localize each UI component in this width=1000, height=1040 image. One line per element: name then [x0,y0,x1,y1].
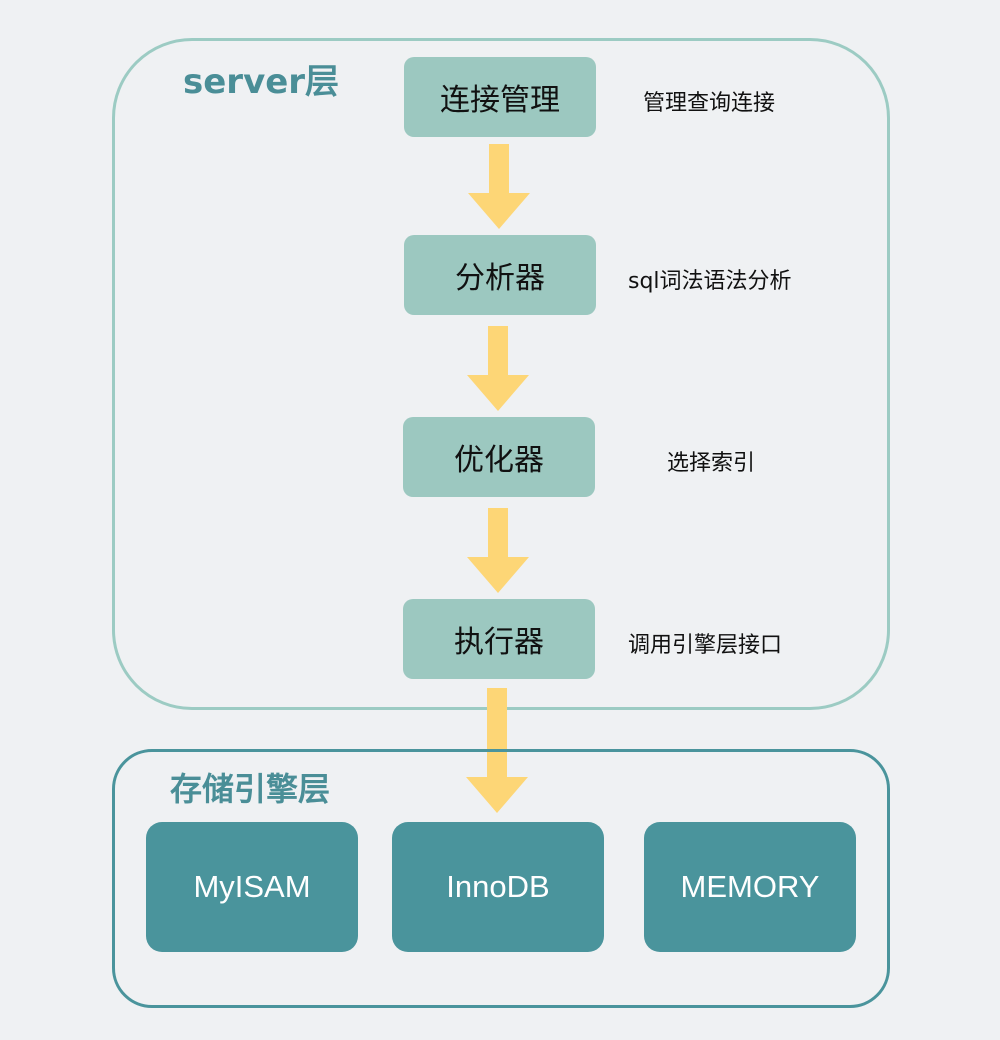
step-connection-manager: 连接管理 [404,57,596,137]
note-optimizer: 选择索引 [667,451,756,476]
storage-engine-layer-container [112,749,890,1008]
note-connection-manager: 管理查询连接 [643,91,776,116]
step-optimizer: 优化器 [403,417,595,497]
server-layer-title: server层 [183,62,340,102]
step-executor: 执行器 [403,599,595,679]
engine-memory: MEMORY [644,822,856,952]
engine-myisam: MyISAM [146,822,358,952]
engine-innodb: InnoDB [392,822,604,952]
storage-layer-title: 存储引擎层 [170,770,331,808]
note-executor: 调用引擎层接口 [628,633,783,658]
step-analyzer: 分析器 [404,235,596,315]
note-analyzer: sql词法语法分析 [628,269,792,294]
